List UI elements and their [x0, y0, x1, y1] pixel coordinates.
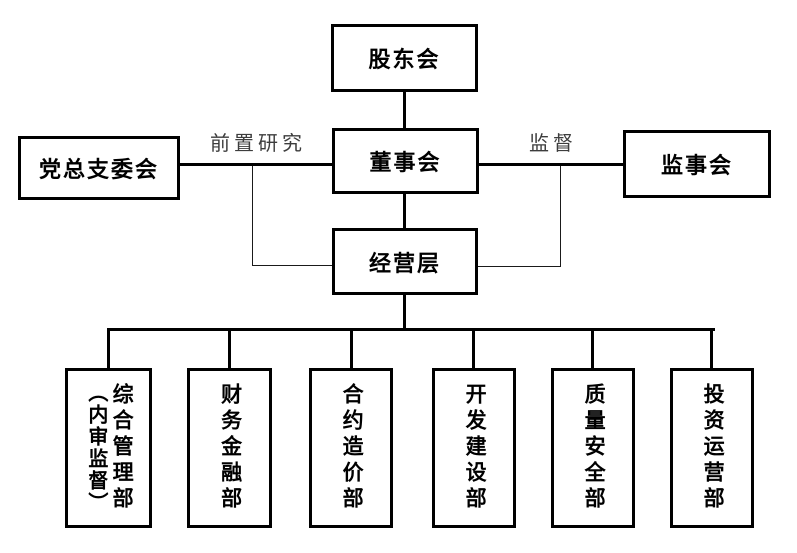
connector-board-supervisors — [479, 163, 623, 166]
dept-label: 开发建设部 — [463, 383, 487, 513]
dept-label: 合约造价部 — [340, 383, 364, 513]
node-party-branch: 党总支委会 — [18, 136, 180, 200]
node-supervisors-label: 监事会 — [660, 153, 733, 178]
node-dept-quality-safety: 质量安全部 — [551, 368, 635, 528]
connector-management-stem — [403, 295, 406, 331]
dept-sublabel: （内审监督） — [84, 382, 107, 514]
node-dept-finance: 财务金融部 — [187, 368, 272, 528]
connector-drop-dept-2 — [228, 331, 231, 368]
node-dept-general-admin: 综合管理部 （内审监督） — [65, 368, 152, 528]
dept-label: 投资运营部 — [701, 383, 725, 513]
connector-drop-dept-3 — [350, 331, 353, 368]
connector-thin-right-horizontal — [478, 266, 560, 267]
node-management-label: 经营层 — [368, 250, 441, 276]
connector-thin-left-vertical — [252, 166, 253, 266]
node-dept-contract-cost: 合约造价部 — [309, 368, 393, 528]
dept-label: 财务金融部 — [218, 383, 242, 513]
node-management: 经营层 — [332, 228, 478, 295]
node-dept-investment-ops: 投资运营部 — [670, 368, 754, 528]
connector-distribution-bar — [107, 328, 715, 331]
connector-thin-left-horizontal — [252, 265, 332, 266]
connector-party-board — [180, 163, 332, 166]
node-board-label: 董事会 — [369, 150, 442, 175]
node-dept-development: 开发建设部 — [432, 368, 516, 528]
connector-shareholders-board — [403, 92, 406, 128]
connector-thin-right-vertical — [560, 166, 561, 267]
node-supervisors: 监事会 — [623, 130, 771, 198]
connector-drop-dept-1 — [107, 331, 110, 368]
dept-label: 综合管理部 — [110, 383, 134, 513]
edge-label-supervision: 监督 — [529, 133, 577, 155]
node-board: 董事会 — [332, 128, 479, 194]
dept-label: 质量安全部 — [582, 383, 606, 513]
edge-label-pre-research: 前置研究 — [210, 133, 306, 155]
connector-drop-dept-5 — [591, 331, 594, 368]
connector-drop-dept-6 — [710, 331, 713, 368]
connector-board-management — [403, 194, 406, 228]
connector-drop-dept-4 — [472, 331, 475, 368]
node-shareholders: 股东会 — [331, 24, 478, 92]
node-party-branch-label: 党总支委会 — [38, 157, 159, 182]
node-shareholders-label: 股东会 — [368, 47, 441, 72]
